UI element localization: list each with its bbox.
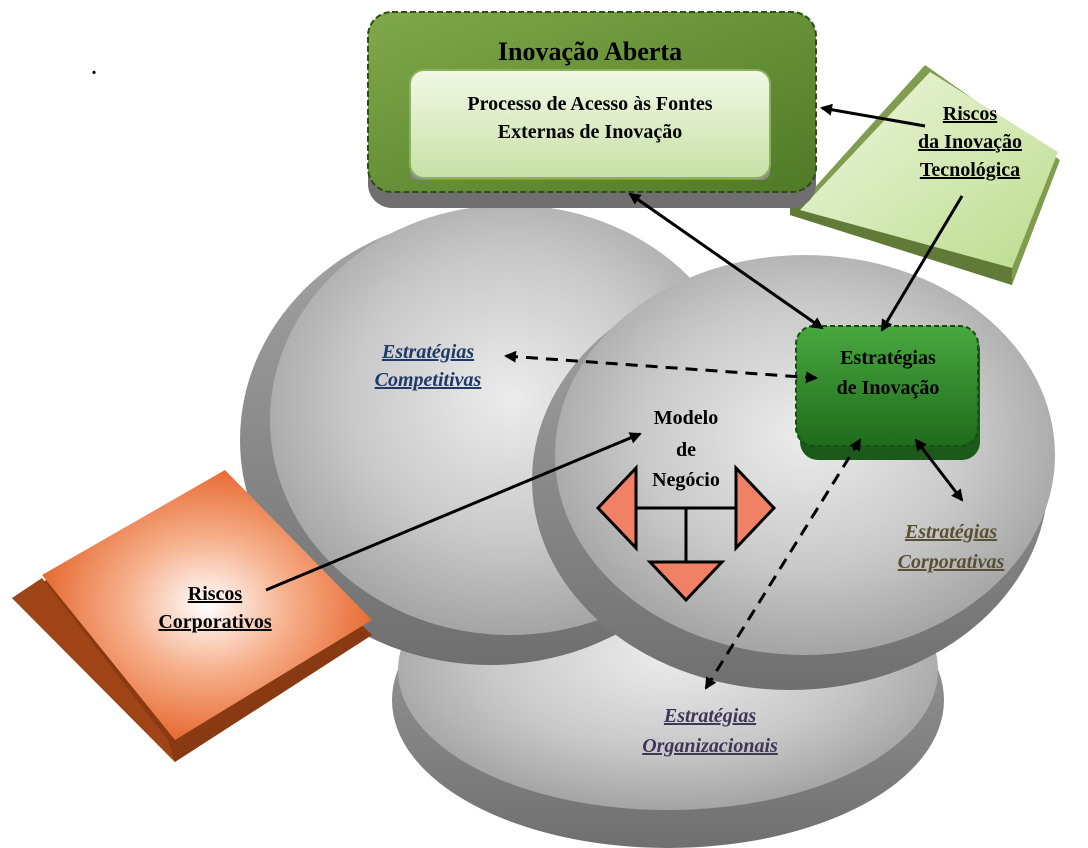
- business-model-line-2: de: [676, 439, 696, 461]
- corporate-risk-block: [12, 470, 372, 762]
- competitive-line-1: Estratégias: [381, 341, 475, 363]
- organizational-line-1: Estratégias: [663, 705, 757, 727]
- arrow-tech-risk-to-open: [820, 103, 926, 128]
- open-innovation-box: [367, 11, 817, 208]
- business-model-line-1: Modelo: [653, 407, 719, 429]
- arrow-open-innovation-bidirectional: [628, 192, 824, 330]
- open-innovation-title: Inovação Aberta: [497, 37, 683, 66]
- arrow-tech-risk-to-innovation: [880, 195, 964, 332]
- innovation-strategies-line-2: de Inovação: [836, 377, 940, 399]
- corporate-strategies-line-1: Estratégias: [904, 521, 998, 543]
- tech-risk-line-2: da Inovação: [918, 131, 1022, 153]
- corporate-risk-line-1: Riscos: [187, 583, 243, 605]
- process-line-1: Processo de Acesso às Fontes: [467, 93, 713, 115]
- process-line-2: Externas de Inovação: [497, 121, 683, 143]
- arrow-innovation-organizational-dashed: [704, 438, 862, 690]
- organizational-line-2: Organizacionais: [642, 735, 778, 757]
- tech-risk-line-1: Riscos: [942, 103, 998, 125]
- arrows: [265, 103, 964, 690]
- arrow-corporate-risk-to-model: [265, 432, 642, 592]
- business-model-line-3: Negócio: [652, 469, 720, 491]
- competitive-line-2: Competitivas: [374, 369, 482, 391]
- arrow-innovation-corporate-bidirectional: [914, 438, 964, 502]
- arrow-competitive-innovation-dashed: [504, 350, 818, 384]
- tech-risk-block: [790, 65, 1060, 285]
- corporate-risk-line-2: Corporativos: [158, 611, 272, 633]
- corporate-strategies-line-2: Corporativas: [897, 551, 1005, 573]
- tech-risk-line-3: Tecnológica: [919, 159, 1021, 181]
- innovation-strategies-line-1: Estratégias: [840, 347, 936, 369]
- stray-dot: .: [91, 57, 97, 79]
- innovation-strategies-box: [795, 325, 980, 460]
